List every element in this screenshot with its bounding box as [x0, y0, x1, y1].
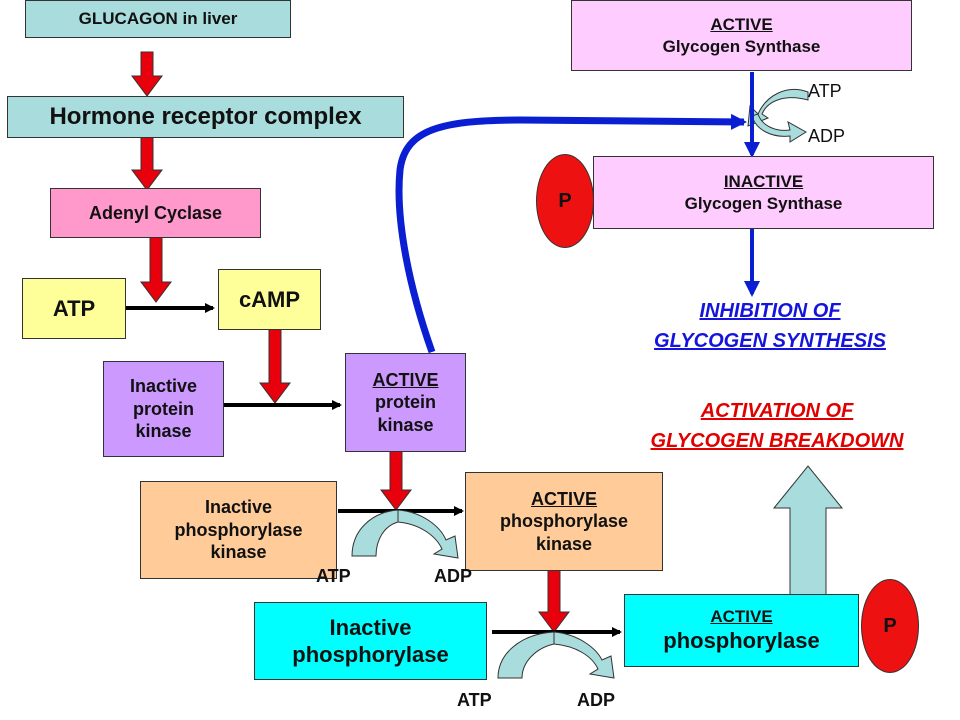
red-arrow-receptor-to-cyclase	[131, 136, 163, 191]
atp-adp-curve-phk	[351, 509, 459, 559]
inactive-phosphorylase-kinase-box: Inactive phosphorylase kinase	[140, 481, 337, 579]
active-pk-line-2: protein	[374, 392, 436, 413]
active-ph-line-1: ACTIVE	[710, 607, 773, 627]
active-pk-line-3: kinase	[377, 414, 434, 435]
inactive-pk-line-1: Inactive	[129, 376, 198, 397]
red-arrow-phk-to-ph-activation	[538, 569, 570, 633]
glucagon-box: GLUCAGON in liver	[25, 0, 291, 38]
active-gs-line-2: Glycogen Synthase	[662, 36, 821, 56]
active-ph-line-2: phosphorylase	[663, 628, 820, 654]
inactive-pk-line-2: protein	[132, 398, 194, 419]
phosphate-circle-ph: P	[861, 579, 919, 673]
red-arrow-camp-to-kinase-activation	[259, 328, 291, 404]
active-protein-kinase-box: ACTIVE protein kinase	[345, 353, 466, 452]
inactive-pk-line-3: kinase	[135, 421, 192, 442]
inactive-ph-line-2: phosphorylase	[292, 642, 449, 667]
active-glycogen-synthase-box: ACTIVE Glycogen Synthase	[571, 0, 912, 71]
active-phosphorylase-kinase-box: ACTIVE phosphorylase kinase	[465, 472, 663, 571]
gs-atp-label: ATP	[808, 81, 842, 101]
phk-atp-label: ATP	[316, 566, 351, 586]
inactive-gs-line-2: Glycogen Synthase	[684, 193, 843, 213]
hormone-receptor-label: Hormone receptor complex	[49, 103, 362, 130]
active-phk-line-2: phosphorylase	[499, 511, 629, 532]
adenyl-cyclase-box: Adenyl Cyclase	[50, 188, 261, 238]
phosphate-circle-gs: P	[536, 154, 594, 248]
inactive-phk-line-2: phosphorylase	[174, 519, 303, 540]
active-gs-line-1: ACTIVE	[710, 15, 773, 35]
atp-box: ATP	[22, 278, 126, 339]
red-arrow-cyclase-to-camp-conversion	[140, 236, 172, 303]
inactive-ph-line-1: Inactive	[329, 614, 412, 640]
atp-label: ATP	[52, 295, 96, 321]
glucagon-label: GLUCAGON in liver	[78, 9, 238, 29]
atp-adp-curve-gs	[747, 88, 809, 143]
inactive-protein-kinase-box: Inactive protein kinase	[103, 361, 224, 457]
inhibition-line-2: GLYCOGEN SYNTHESIS	[654, 330, 886, 352]
up-arrow-to-breakdown	[772, 465, 844, 597]
inactive-glycogen-synthase-box: INACTIVE Glycogen Synthase	[593, 156, 934, 229]
hormone-receptor-box: Hormone receptor complex	[7, 96, 404, 138]
activation-line-2: GLYCOGEN BREAKDOWN	[650, 430, 904, 452]
atp-adp-curve-ph	[497, 631, 615, 679]
camp-label: cAMP	[238, 286, 301, 312]
ph-atp-label: ATP	[457, 690, 492, 710]
camp-box: cAMP	[218, 269, 321, 330]
inactive-gs-line-1: INACTIVE	[723, 172, 804, 192]
adenyl-cyclase-label: Adenyl Cyclase	[88, 202, 223, 223]
active-phk-line-3: kinase	[535, 533, 593, 554]
inactive-phk-line-3: kinase	[210, 542, 267, 563]
inactive-phosphorylase-box: Inactive phosphorylase	[254, 602, 487, 680]
inhibition-of-synthesis-text: INHIBITION OF GLYCOGEN SYNTHESIS	[600, 296, 940, 356]
blue-curve-pk-to-gs	[395, 113, 747, 354]
red-arrow-glucagon-to-receptor	[131, 51, 163, 97]
phk-adp-label: ADP	[434, 566, 473, 586]
activation-of-breakdown-text: ACTIVATION OF GLYCOGEN BREAKDOWN	[598, 396, 956, 456]
active-phosphorylase-box: ACTIVE phosphorylase	[624, 594, 859, 667]
phosphate-gs-label: P	[558, 189, 572, 212]
active-pk-line-1: ACTIVE	[372, 369, 439, 390]
activation-line-1: ACTIVATION OF	[700, 400, 854, 422]
inactive-phk-line-1: Inactive	[204, 497, 273, 518]
phosphate-ph-label: P	[883, 614, 897, 637]
inhibition-line-1: INHIBITION OF	[699, 300, 841, 322]
gs-adp-label: ADP	[808, 126, 846, 146]
active-phk-line-1: ACTIVE	[530, 488, 597, 509]
red-arrow-pk-to-phk-activation	[380, 450, 412, 511]
ph-adp-label: ADP	[577, 690, 616, 710]
